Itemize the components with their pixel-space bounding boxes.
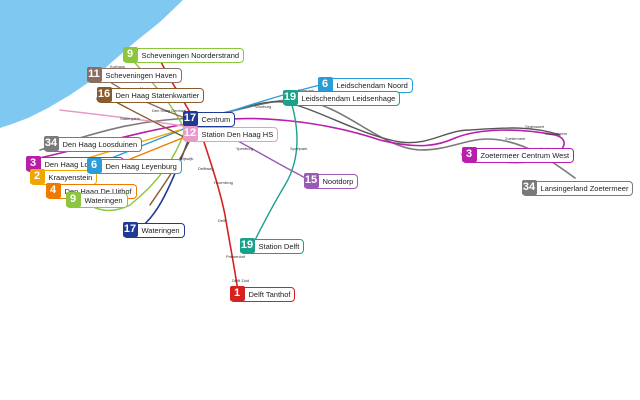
terminal-name: Zoetermeer Centrum West [480, 151, 570, 160]
line-number-badge: 9 [122, 47, 138, 63]
terminal-name: Kraayenstein [48, 173, 93, 182]
line-number-badge: 15 [303, 173, 319, 189]
terminal-name: Centrum [201, 115, 231, 124]
station-label: Oosterheem [545, 131, 568, 136]
north-sea [0, 0, 183, 128]
terminal-name: Wateringen [84, 196, 123, 205]
line-number-badge: 2 [29, 169, 45, 185]
route-randstadrail [204, 101, 561, 144]
terminal-name: Den Haag Loosduinen [62, 140, 138, 149]
terminal-name: Nootdorp [322, 177, 354, 186]
line-number-badge: 17 [122, 222, 138, 238]
terminal-name: Wateringen [141, 226, 180, 235]
line-number-badge: 11 [86, 67, 102, 83]
line-number-badge: 19 [282, 90, 298, 106]
station-label: Hoornbrug [214, 180, 233, 185]
station-label: Statenplein [120, 116, 140, 121]
line-number-badge: 16 [96, 87, 112, 103]
station-label: Sportpark [290, 146, 307, 151]
station-label: Rijswijk [180, 156, 193, 161]
station-label: Prinsenhof [226, 254, 246, 259]
line-number-badge: 6 [86, 158, 102, 174]
terminal-name: Scheveningen Haven [105, 71, 177, 80]
route-19 [251, 97, 298, 247]
station-label: Delft [218, 218, 227, 223]
terminal-name: Leidschendam Leidsenhage [301, 94, 396, 103]
terminal-name: Delft Tanthof [248, 290, 291, 299]
station-label: Voorburg [255, 104, 271, 109]
line-number-badge: 6 [317, 77, 333, 93]
terminal-name: Den Haag Loosduinen [44, 160, 120, 169]
line-number-badge: 34 [521, 180, 537, 196]
terminal-name: Scheveningen Noorderstrand [141, 51, 240, 60]
station-label: Delftweg [198, 166, 214, 171]
terminal-name: Station Den Haag HS [201, 130, 274, 139]
line-number-badge: 9 [65, 192, 81, 208]
terminal-name: Station Delft [258, 242, 300, 251]
station-label: Kurhaus [110, 64, 125, 69]
station-label: Zoetermeer [505, 136, 526, 141]
terminal-name: Lansingerland Zoetermeer [540, 184, 629, 193]
terminal-name: Leidschendam Noord [336, 81, 408, 90]
station-label: Den Haag Centraal [152, 108, 186, 113]
line-number-badge: 17 [182, 111, 198, 127]
line-number-badge: 1 [229, 286, 245, 302]
station-label: Delft Zuid [232, 278, 249, 283]
line-number-badge: 4 [45, 183, 61, 199]
terminal-name: Den Haag Leyenburg [105, 162, 177, 171]
line-number-badge: 3 [461, 147, 477, 163]
terminal-name: Den Haag Statenkwartier [115, 91, 200, 100]
station-label: Forepark [298, 88, 314, 93]
line-number-badge: 34 [43, 136, 59, 152]
terminal-name: Den Haag De Uithof [64, 187, 132, 196]
line-number-badge: 19 [239, 238, 255, 254]
station-label: Seghwaert [525, 124, 545, 129]
line-number-badge: 3 [25, 156, 41, 172]
station-label: Ypenburg [236, 146, 253, 151]
line-number-badge: 12 [182, 126, 198, 142]
